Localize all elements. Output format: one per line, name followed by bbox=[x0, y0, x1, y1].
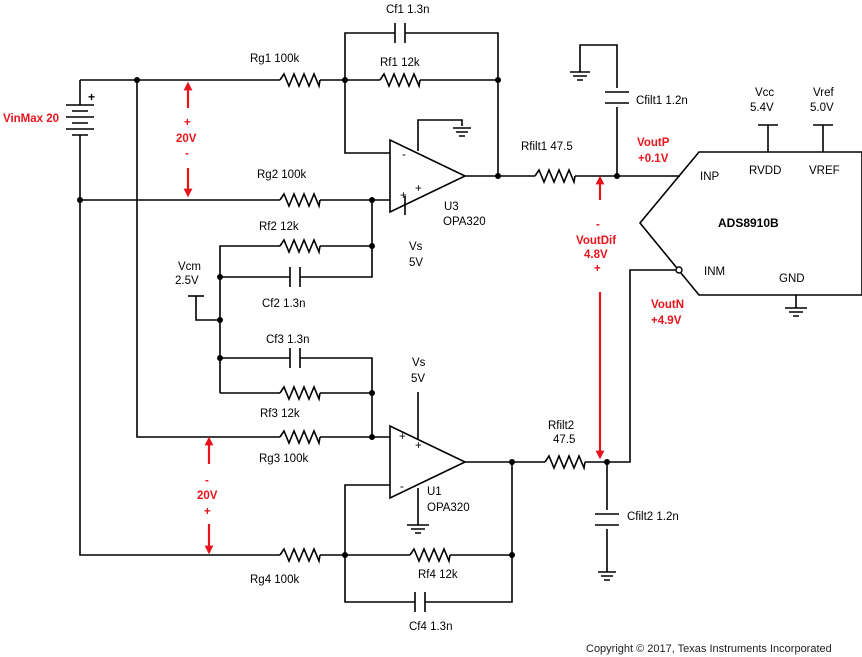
u1-minus: - bbox=[400, 481, 404, 493]
label-rg4: Rg4 100k bbox=[250, 574, 299, 586]
u1-part: OPA320 bbox=[427, 502, 470, 514]
u3-plus-supply: + bbox=[415, 183, 422, 195]
battery-plus: + bbox=[88, 90, 95, 104]
vref-value: 5.0V bbox=[810, 102, 834, 114]
resistor-rfilt1 bbox=[534, 167, 576, 185]
adc-pin-inm: INM bbox=[704, 266, 725, 278]
vcm-name: Vcm bbox=[178, 261, 201, 273]
vcc-name: Vcc bbox=[755, 87, 774, 99]
adc-block bbox=[638, 151, 862, 296]
bottom-input-plus: + bbox=[204, 506, 211, 518]
label-rg3: Rg3 100k bbox=[259, 453, 308, 465]
voutdif-value: 4.8V bbox=[584, 249, 608, 261]
voutdif-plus: + bbox=[594, 263, 601, 275]
u3-minus: - bbox=[402, 149, 406, 161]
battery-icon bbox=[66, 104, 94, 136]
label-cf4: Cf4 1.3n bbox=[409, 621, 452, 633]
resistor-rf1 bbox=[379, 71, 421, 89]
label-cfilt1: Cfilt1 1.2n bbox=[636, 95, 688, 107]
top-input-value: 20V bbox=[176, 133, 197, 145]
opamp-u1 bbox=[389, 424, 467, 500]
resistor-rf3 bbox=[279, 384, 321, 402]
u1-name: U1 bbox=[427, 486, 442, 498]
labels: + VinMax 20 Cf1 1.3n Rg1 100k Rf1 12k Rg… bbox=[3, 4, 840, 655]
top-input-minus: - bbox=[185, 148, 189, 160]
u3-plus-pin: + bbox=[400, 190, 407, 202]
vcm-value: 2.5V bbox=[175, 275, 199, 287]
capacitor-cfilt2 bbox=[595, 513, 619, 526]
copyright: Copyright © 2017, Texas Instruments Inco… bbox=[586, 643, 832, 655]
adc-name: ADS8910B bbox=[718, 216, 779, 230]
adc-pin-gnd: GND bbox=[779, 273, 805, 285]
u1-plus-supply: + bbox=[415, 440, 422, 452]
u1-supply-name: Vs bbox=[412, 357, 426, 369]
u1-plus-pin: + bbox=[399, 431, 406, 443]
voutdif-minus: - bbox=[596, 219, 600, 231]
voutp-name: VoutP bbox=[637, 137, 670, 149]
voutn-value: +4.9V bbox=[651, 315, 682, 327]
label-cf1: Cf1 1.3n bbox=[386, 4, 429, 16]
voltage-arrows bbox=[183, 81, 605, 555]
capacitor-cf1 bbox=[390, 23, 410, 43]
label-rf3: Rf3 12k bbox=[260, 408, 300, 420]
label-rfilt1: Rfilt1 47.5 bbox=[521, 141, 573, 153]
bottom-input-minus: - bbox=[205, 475, 209, 487]
label-rf4: Rf4 12k bbox=[418, 569, 458, 581]
capacitor-cf3 bbox=[285, 348, 305, 368]
vref-name: Vref bbox=[813, 87, 834, 99]
resistor-rf4 bbox=[409, 546, 451, 564]
battery-label: VinMax 20 bbox=[3, 113, 59, 125]
bottom-input-value: 20V bbox=[197, 490, 218, 502]
u3-part: OPA320 bbox=[443, 216, 486, 228]
label-rf2: Rf2 12k bbox=[259, 221, 299, 233]
capacitor-cfilt1 bbox=[605, 91, 629, 104]
resistor-rf2 bbox=[279, 237, 321, 255]
u3-supply-value: 5V bbox=[409, 257, 423, 269]
capacitors bbox=[285, 23, 629, 612]
label-rf1: Rf1 12k bbox=[380, 57, 420, 69]
label-rg1: Rg1 100k bbox=[250, 53, 299, 65]
resistor-rg2 bbox=[279, 191, 321, 209]
u1-supply-value: 5V bbox=[411, 373, 425, 385]
resistors bbox=[279, 71, 586, 564]
adc-pin-vref: VREF bbox=[809, 165, 840, 177]
adc-pin-inp: INP bbox=[700, 171, 720, 183]
capacitor-cf4 bbox=[410, 592, 430, 612]
u3-supply-name: Vs bbox=[409, 241, 423, 253]
voutp-value: +0.1V bbox=[638, 153, 669, 165]
resistor-rg4 bbox=[279, 546, 321, 564]
ground-symbols bbox=[188, 71, 807, 581]
label-rfilt2-value: 47.5 bbox=[553, 434, 575, 446]
top-input-plus: + bbox=[184, 117, 191, 129]
voutdif-name: VoutDif bbox=[576, 235, 616, 247]
opamp-u3 bbox=[389, 138, 467, 214]
label-cf2: Cf2 1.3n bbox=[262, 298, 305, 310]
voutn-name: VoutN bbox=[651, 299, 684, 311]
label-cf3: Cf3 1.3n bbox=[266, 334, 309, 346]
label-rg2: Rg2 100k bbox=[257, 169, 306, 181]
vcc-value: 5.4V bbox=[750, 102, 774, 114]
resistor-rfilt2 bbox=[544, 453, 586, 471]
resistor-rg1 bbox=[279, 71, 321, 89]
wires bbox=[79, 32, 833, 603]
label-cfilt2: Cfilt2 1.2n bbox=[627, 511, 679, 523]
u3-name: U3 bbox=[444, 201, 459, 213]
adc-pin-rvdd: RVDD bbox=[749, 165, 781, 177]
label-rfilt2-name: Rfilt2 bbox=[548, 420, 574, 432]
capacitor-cf2 bbox=[285, 267, 305, 287]
junction-dots bbox=[77, 77, 620, 558]
resistor-rg3 bbox=[279, 428, 321, 446]
